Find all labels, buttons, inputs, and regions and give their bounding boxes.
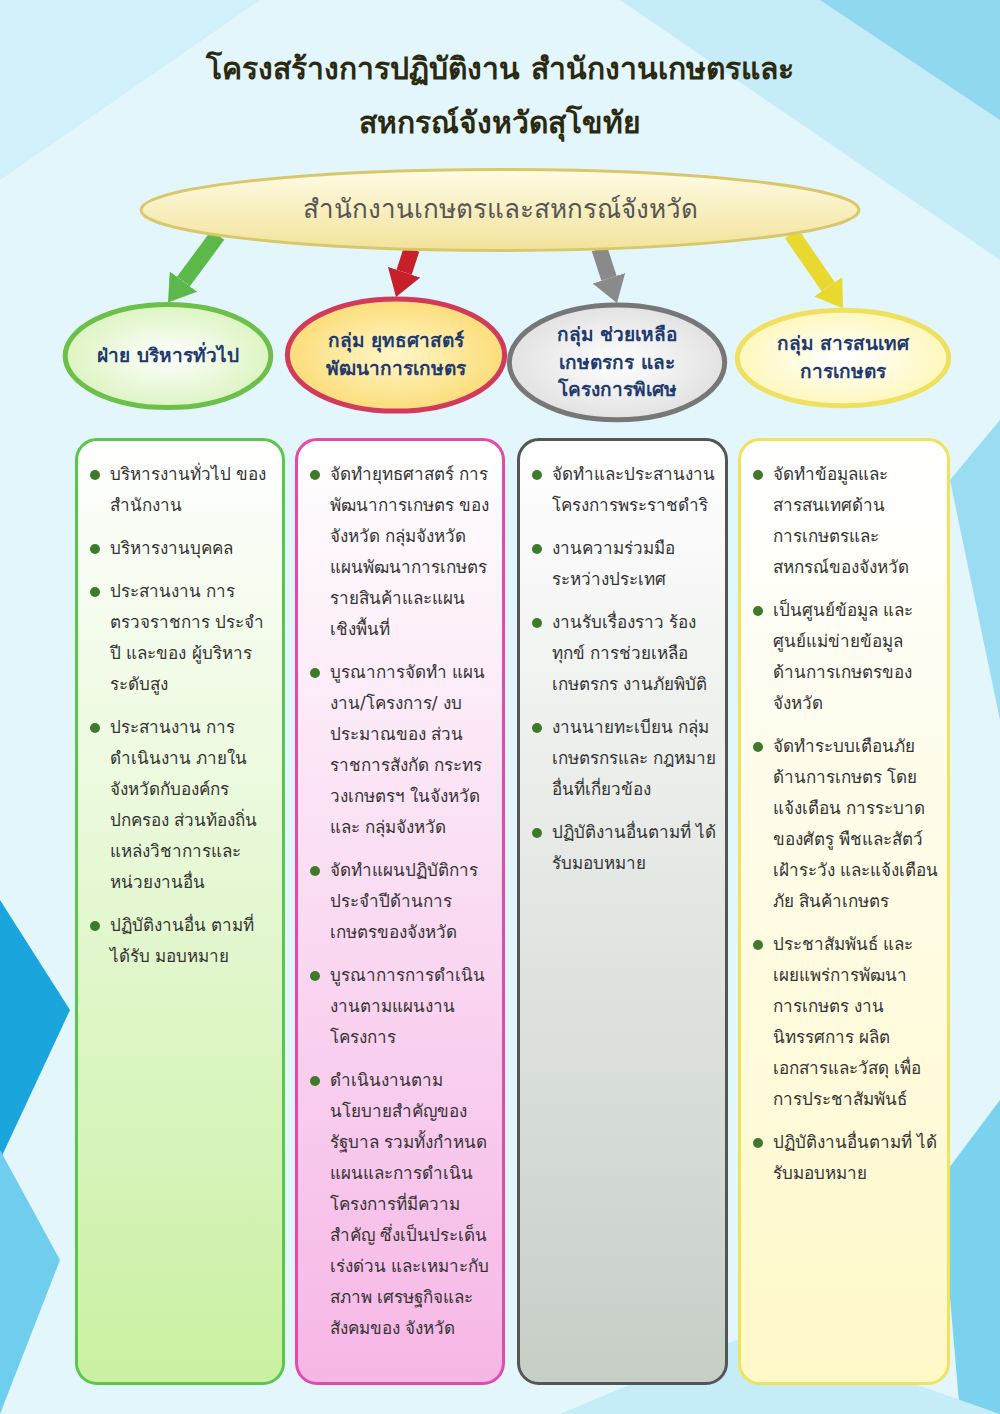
group-name: กลุ่ม สารสนเทศการเกษตร xyxy=(768,330,918,385)
duty-text: บริหารงานทั่วไป ของสำนักงาน xyxy=(110,464,266,515)
bullet-dot xyxy=(90,544,100,554)
office-name: สำนักงานเกษตรและสหกรณ์จังหวัด xyxy=(303,191,698,229)
bullet-dot xyxy=(310,971,320,981)
background-shape xyxy=(0,1150,60,1414)
bullet-dot xyxy=(532,470,542,480)
office-ellipse: สำนักงานเกษตรและสหกรณ์จังหวัด xyxy=(130,166,870,254)
bullet-dot xyxy=(90,921,100,931)
duty-text: จัดทำระบบเตือนภัย ด้านการเกษตร โดยแจ้งเต… xyxy=(773,736,938,911)
bullet-dot xyxy=(90,723,100,733)
bullet-dot xyxy=(90,587,100,597)
background-shape xyxy=(820,0,1000,120)
oval-shape xyxy=(737,310,948,406)
duty-text: เป็นศูนย์ข้อมูล และ ศูนย์แม่ข่ายข้อมูล ด… xyxy=(773,600,913,713)
duty-text: จัดทำยุทธศาสตร์ การพัฒนาการเกษตร ของจังห… xyxy=(330,464,489,639)
duty-text: ประสานงาน การตรวจราชการ ประจำปี และของ ผ… xyxy=(110,581,264,694)
duty-text: ประชาสัมพันธ์ และเผยแพร่การพัฒนา การเกษต… xyxy=(773,934,921,1109)
arrow-connector xyxy=(183,235,217,282)
group-oval: กลุ่ม ช่วยเหลือเกษตรกร และโครงการพิเศษ xyxy=(506,300,728,425)
duty-text: จัดทำและประสานงาน โครงการพระราชดำริ xyxy=(552,464,715,515)
bullet-dot xyxy=(753,742,763,752)
oval-outline xyxy=(284,294,508,416)
bullet-dot xyxy=(310,1076,320,1086)
duty-text: งานนายทะเบียน กลุ่มเกษตรกรและ กฎหมายอื่น… xyxy=(552,717,716,799)
bullet-dot xyxy=(753,606,763,616)
duty-text: ดำเนินงานตาม นโยบายสำคัญของ รัฐบาล รวมทั… xyxy=(330,1070,489,1338)
duty-text: จัดทำข้อมูลและ สารสนเทศด้าน การเกษตรและ … xyxy=(773,464,909,577)
duty-text: งานความร่วมมือ ระหว่างประเทศ xyxy=(552,538,675,589)
bullet-dot xyxy=(753,1138,763,1148)
duty-panel: จัดทำข้อมูลและ สารสนเทศด้าน การเกษตรและ … xyxy=(738,438,950,1385)
bullet-dot xyxy=(90,470,100,480)
oval-shape xyxy=(509,305,724,420)
bullet-dot xyxy=(532,828,542,838)
ellipse-shape xyxy=(141,170,859,251)
duty-text: งานรับเรื่องราว ร้องทุกข์ การช่วยเหลือ เ… xyxy=(552,612,707,694)
group-name: กลุ่ม ช่วยเหลือเกษตรกร และโครงการพิเศษ xyxy=(540,321,694,404)
group-oval: กลุ่ม สารสนเทศการเกษตร xyxy=(734,306,952,410)
duty-text: ปฏิบัติงานอื่นตามที่ ได้รับมอบหมาย xyxy=(773,1132,937,1183)
bullet-dot xyxy=(310,668,320,678)
background-shape xyxy=(950,420,1000,720)
group-name: ฝ่าย บริหารทั่วไป xyxy=(97,342,239,370)
bullet-dot xyxy=(532,723,542,733)
duty-text: ปฏิบัติงานอื่นตามที่ ได้รับมอบหมาย xyxy=(552,822,716,873)
duty-panel: จัดทำและประสานงาน โครงการพระราชดำริงานคว… xyxy=(517,438,728,1385)
duty-text: จัดทำแผนปฏิบัติการ ประจำปีด้านการ เกษตรข… xyxy=(330,860,478,942)
oval-shape xyxy=(287,299,504,411)
bullet-dot xyxy=(753,940,763,950)
bullet-dot xyxy=(753,470,763,480)
arrow-connector xyxy=(792,234,829,287)
background-shape xyxy=(0,900,70,1160)
arrow-connector xyxy=(404,249,412,272)
bullet-dot xyxy=(532,618,542,628)
duty-text: บูรณาการจัดทำ แผนงาน/โครงการ/ งบประมาณขอ… xyxy=(330,662,485,837)
bullet-dot xyxy=(310,866,320,876)
oval-outline xyxy=(734,306,952,410)
group-name: กลุ่ม ยุทธศาสตร์ พัฒนาการเกษตร xyxy=(318,327,474,382)
duty-panel: บริหารงานทั่วไป ของสำนักงานบริหารงานบุคค… xyxy=(75,438,285,1385)
duty-text: บริหารงานบุคคล xyxy=(110,538,233,558)
background-shape xyxy=(0,0,260,180)
duty-text: ปฏิบัติงานอื่น ตามที่ได้รับ มอบหมาย xyxy=(110,915,254,966)
bullet-dot xyxy=(310,470,320,480)
group-oval: ฝ่าย บริหารทั่วไป xyxy=(62,300,274,412)
arrow-connector xyxy=(599,249,609,278)
title: โครงสร้างการปฏิบัติงาน สำนักงานเกษตรและส… xyxy=(180,42,820,150)
duty-text: ประสานงาน การดำเนินงาน ภายในจังหวัดกับอง… xyxy=(110,717,257,892)
group-oval: กลุ่ม ยุทธศาสตร์ พัฒนาการเกษตร xyxy=(284,294,508,416)
duty-text: บูรณาการการดำเนิน งานตามแผนงาน โครงการ xyxy=(330,965,485,1047)
duty-panel: จัดทำยุทธศาสตร์ การพัฒนาการเกษตร ของจังห… xyxy=(295,438,505,1385)
bullet-dot xyxy=(532,544,542,554)
oval-shape xyxy=(65,304,271,407)
